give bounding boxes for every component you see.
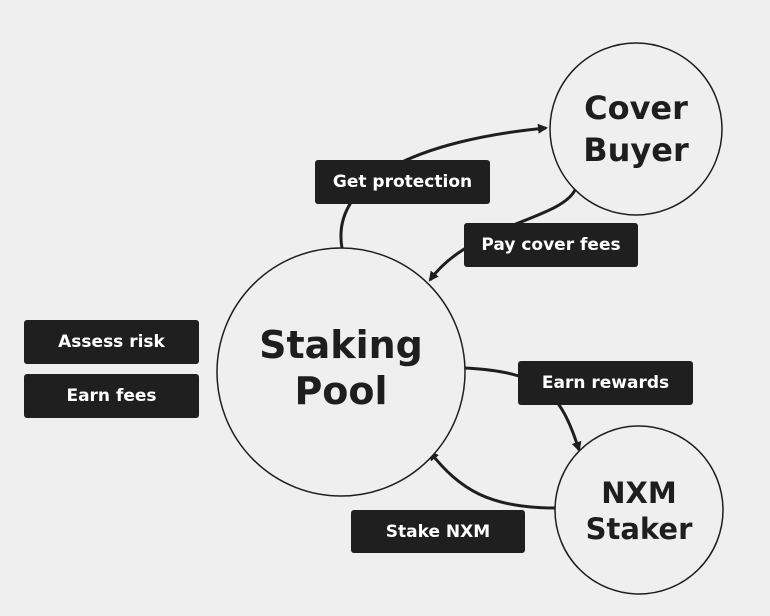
stake-nxm-arrow <box>428 450 556 510</box>
staking-pool-label-line2: Pool <box>294 369 387 413</box>
cover-buyer-label-line2: Buyer <box>583 131 689 169</box>
earn-fees-tag: Earn fees <box>24 374 199 418</box>
nxm-staker-node: NXM Staker <box>554 425 724 595</box>
staking-pool-node: Staking Pool <box>216 247 466 497</box>
nxm-staker-label-line2: Staker <box>586 512 693 546</box>
earn-rewards-tag: Earn rewards <box>518 361 693 405</box>
staking-pool-label-line1: Staking <box>259 323 423 367</box>
nxm-staker-label-line1: NXM <box>601 476 677 510</box>
cover-buyer-node: Cover Buyer <box>549 42 723 216</box>
stake-nxm-tag: Stake NXM <box>351 510 525 553</box>
cover-buyer-label-line1: Cover <box>584 89 688 127</box>
assess-risk-tag: Assess risk <box>24 320 199 364</box>
pay-cover-fees-tag: Pay cover fees <box>464 223 638 267</box>
get-protection-tag: Get protection <box>315 160 490 204</box>
